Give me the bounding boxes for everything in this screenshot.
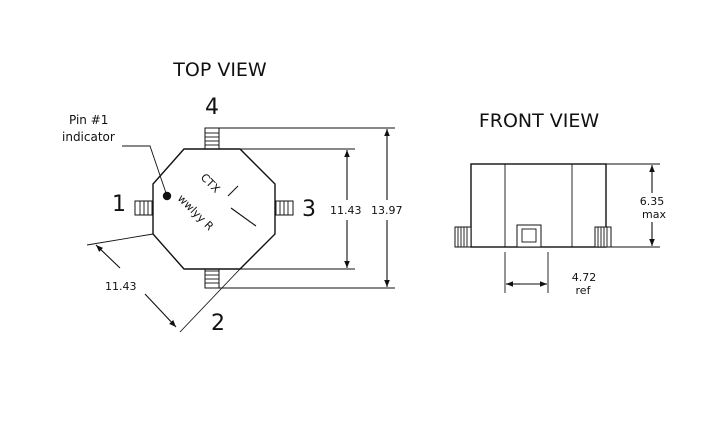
pin-tab-top bbox=[204, 127, 220, 151]
pin-number-3: 3 bbox=[302, 197, 316, 222]
pin1-indicator-label-line1: Pin #1 bbox=[69, 113, 108, 127]
dim-diag-arrow-b bbox=[144, 293, 177, 328]
top-view: TOP VIEW Pin #1 indicator bbox=[62, 59, 403, 336]
ext-line-diag-2 bbox=[179, 268, 241, 333]
front-center-pad bbox=[516, 224, 542, 248]
dim-diag-arrow-a bbox=[95, 244, 121, 269]
dim-inner-value: 11.43 bbox=[330, 204, 362, 217]
package-body bbox=[152, 148, 276, 270]
dim-height-value: 6.35 bbox=[640, 195, 665, 208]
front-tab-right bbox=[594, 226, 612, 248]
pin1-leader-line bbox=[122, 145, 167, 194]
polarity-tick-mark bbox=[227, 185, 239, 197]
pin-number-4: 4 bbox=[205, 95, 219, 120]
pin-number-2: 2 bbox=[211, 311, 225, 336]
dim-diag-value: 11.43 bbox=[105, 280, 137, 293]
pin-tab-right bbox=[270, 200, 294, 216]
front-view-title: FRONT VIEW bbox=[479, 110, 600, 132]
pin1-indicator-label-line2: indicator bbox=[62, 130, 115, 144]
dim-width-value: 4.72 bbox=[572, 271, 597, 284]
ext-line-diag-1 bbox=[86, 233, 154, 246]
pin-tab-left bbox=[134, 200, 158, 216]
dim-height-note: max bbox=[642, 208, 666, 221]
top-view-title: TOP VIEW bbox=[172, 59, 267, 81]
front-tab-left bbox=[454, 226, 472, 248]
dim-width-note: ref bbox=[576, 284, 592, 297]
front-center-pad-inner bbox=[521, 228, 537, 243]
pin1-indicator-dot bbox=[162, 191, 172, 201]
pin-number-1: 1 bbox=[112, 192, 126, 217]
polarity-dash-mark bbox=[230, 207, 257, 227]
dim-outer-value: 13.97 bbox=[371, 204, 403, 217]
front-view: FRONT VIEW 6.35 max 4.72 bbox=[454, 110, 666, 297]
